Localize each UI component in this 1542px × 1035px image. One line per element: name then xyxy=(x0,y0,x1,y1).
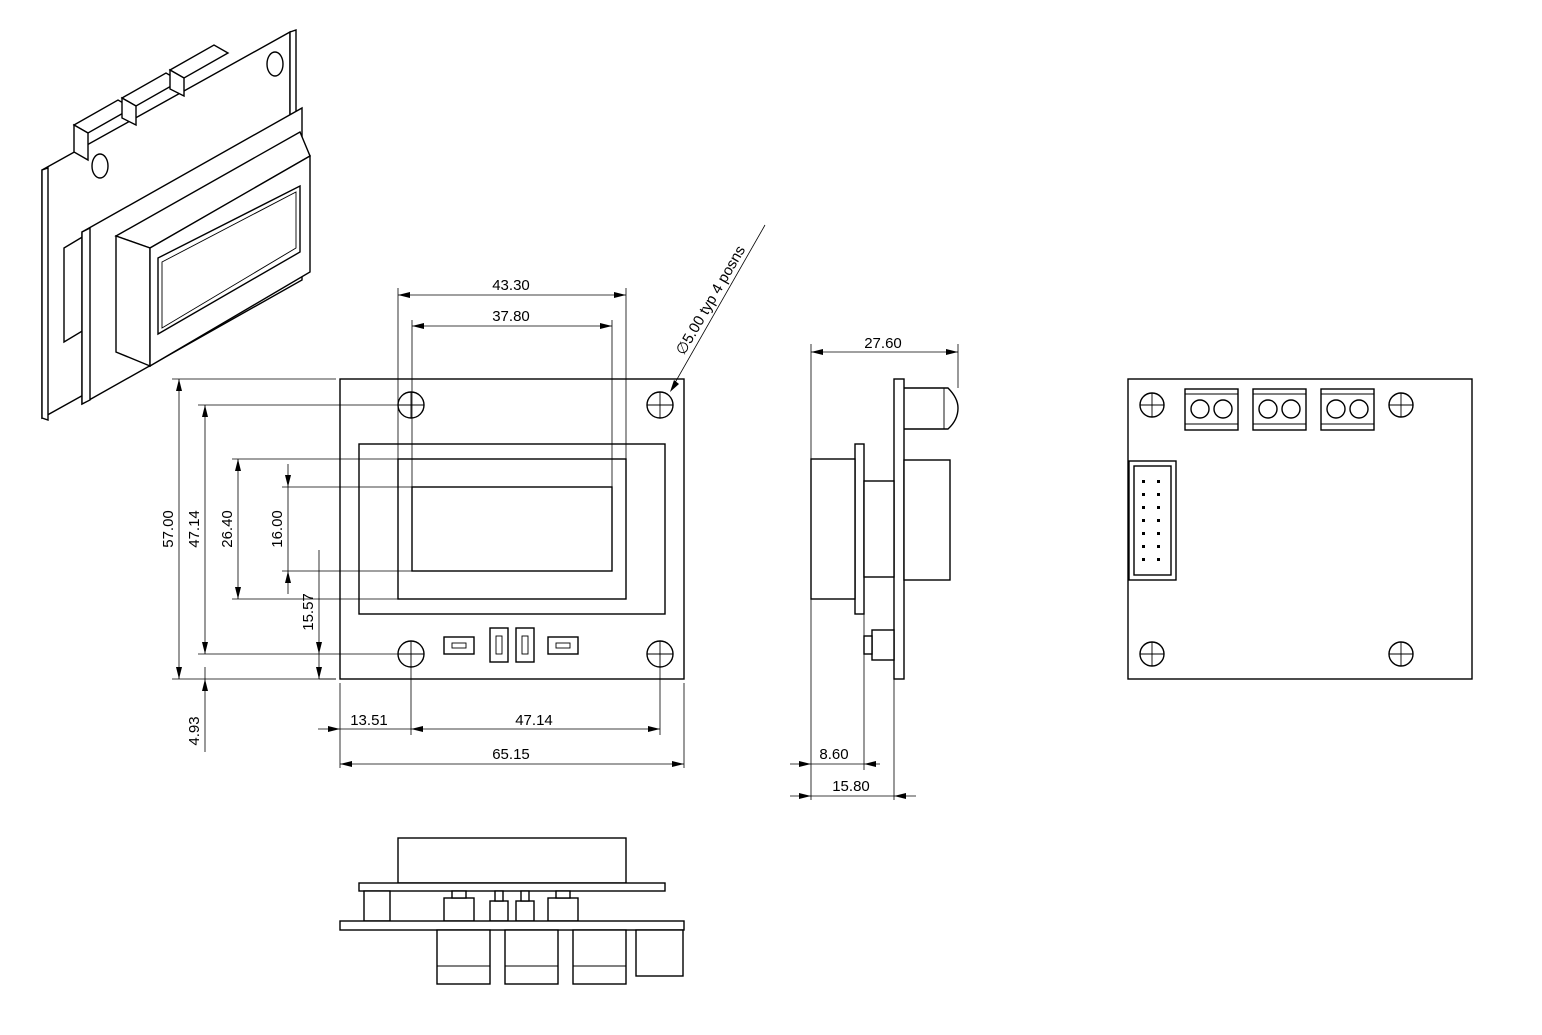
dim-overall-height: 57.00 xyxy=(160,510,177,548)
mounting-hole xyxy=(646,640,674,668)
dim-window-outer-width: 43.30 xyxy=(492,277,530,294)
mounting-hole xyxy=(397,391,425,419)
rear-view xyxy=(1127,378,1473,680)
dim-hole-diameter-note: ∅5.00 typ 4 posns xyxy=(673,243,749,358)
dim-hole-pitch-vertical: 47.14 xyxy=(186,510,203,548)
push-button xyxy=(489,627,509,663)
dim-window-inner-width: 37.80 xyxy=(492,308,530,325)
push-button xyxy=(515,627,535,663)
dim-window-inner-height: 16.00 xyxy=(269,510,286,548)
dim-hole-pitch-horizontal: 47.14 xyxy=(515,712,553,729)
dim-window-outer-height: 26.40 xyxy=(219,510,236,548)
dim-hole-row-offset: 15.57 xyxy=(300,593,317,631)
front-view xyxy=(339,378,685,680)
rear-mounting-hole xyxy=(1139,392,1165,418)
dim-side-depth-total: 27.60 xyxy=(864,335,902,352)
push-button xyxy=(547,636,579,655)
side-view xyxy=(810,378,959,680)
mounting-hole xyxy=(397,640,425,668)
rear-mounting-hole xyxy=(1388,392,1414,418)
rear-mounting-hole xyxy=(1139,641,1165,667)
bottom-view xyxy=(339,837,685,985)
dim-side-offset-pcb: 15.80 xyxy=(832,778,870,795)
dim-overall-width: 65.15 xyxy=(492,746,530,763)
terminal-block xyxy=(1184,388,1239,431)
terminal-block xyxy=(1320,388,1375,431)
dim-bottom-offset: 4.93 xyxy=(186,716,203,745)
dim-side-offset-small: 8.60 xyxy=(819,746,848,763)
isometric-view xyxy=(41,29,311,421)
pin-header xyxy=(1128,460,1177,581)
push-button xyxy=(443,636,475,655)
terminal-block xyxy=(1252,388,1307,431)
mounting-hole xyxy=(646,391,674,419)
side-view-dimensions xyxy=(790,344,959,800)
dim-hole-edge-offset: 13.51 xyxy=(350,712,388,729)
front-view-dimensions xyxy=(172,224,766,768)
rear-mounting-hole xyxy=(1388,641,1414,667)
